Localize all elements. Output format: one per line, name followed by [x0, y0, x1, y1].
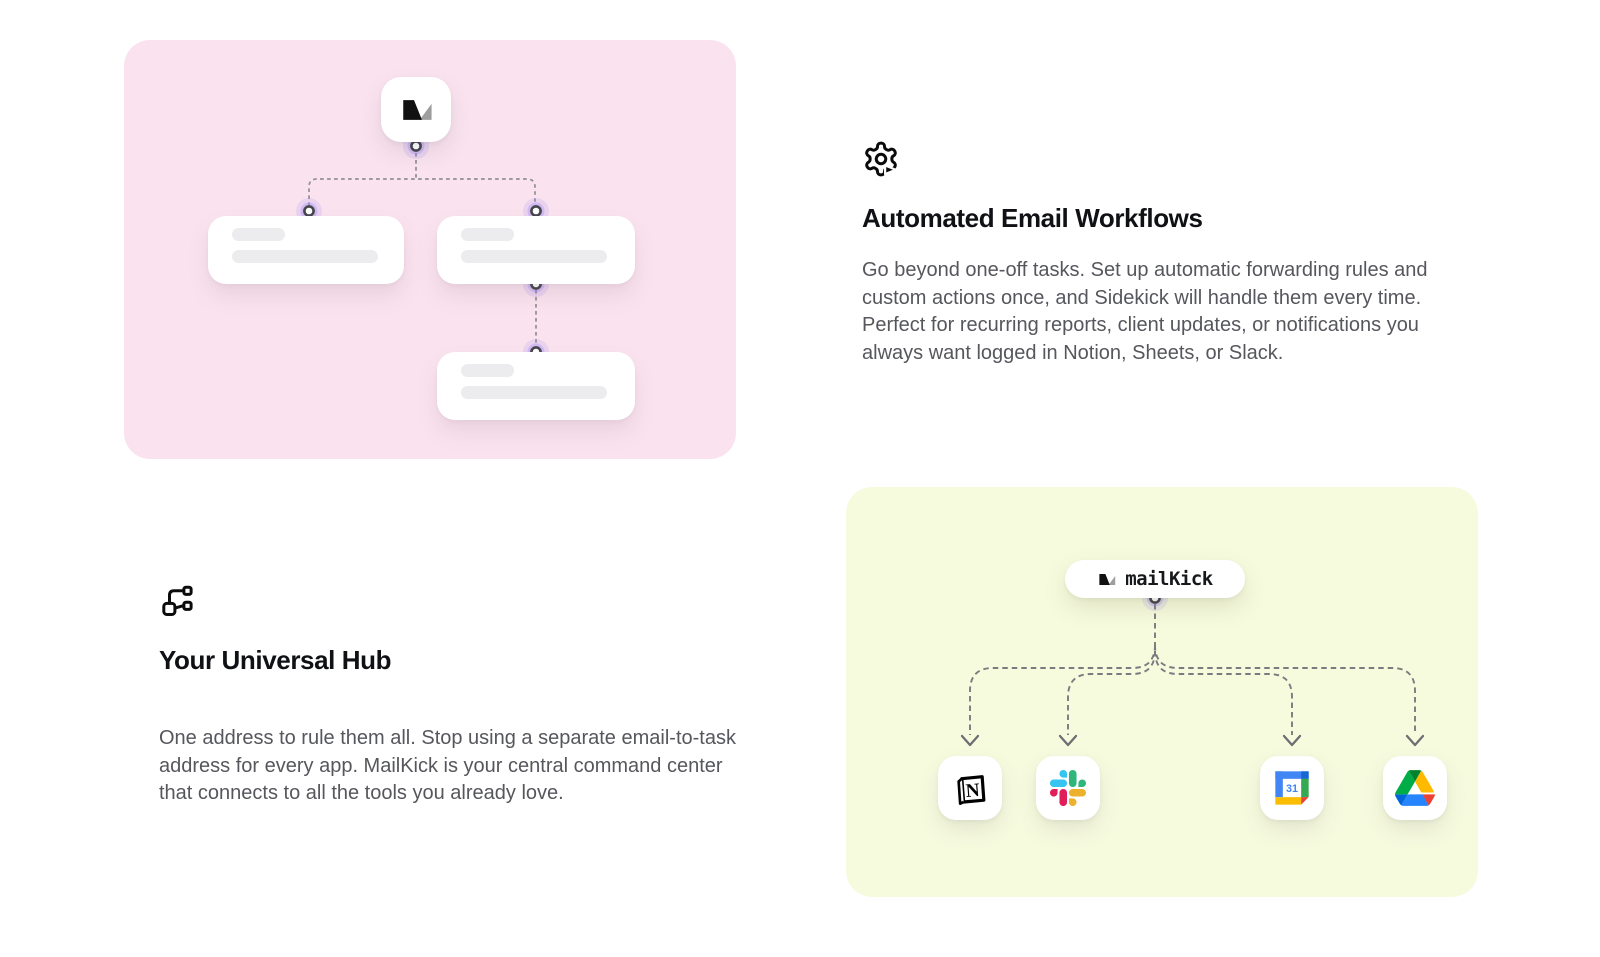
placeholder-task-card: [208, 216, 404, 284]
feature-title: Automated Email Workflows: [862, 203, 1203, 233]
feature-automated-workflows: Automated Email Workflows Go beyond one-…: [862, 140, 1442, 364]
mailkick-logo-tile: [381, 77, 451, 142]
connector-to-drive: [1154, 644, 1416, 735]
hub-branch-icon: [159, 583, 744, 624]
calendar-day-label: 31: [1286, 783, 1298, 795]
connector-to-slack: [1067, 650, 1156, 735]
brand-label: mailKick: [1125, 568, 1213, 590]
feature-title: Your Universal Hub: [159, 645, 392, 675]
hub-connector-diagram: [960, 585, 1425, 747]
mailkick-logo-icon: [403, 99, 432, 120]
gear-play-icon: [862, 140, 1442, 183]
skeleton-bar: [461, 250, 607, 263]
placeholder-task-card: [437, 352, 635, 420]
slack-icon: [1050, 770, 1086, 806]
feature-universal-hub: Your Universal Hub One address to rule t…: [159, 583, 744, 804]
workflow-illustration-card: [124, 40, 736, 459]
feature-body: Go beyond one-off tasks. Set up automati…: [862, 259, 1428, 364]
feature-body: One address to rule them all. Stop using…: [159, 727, 736, 804]
google-drive-icon: [1395, 770, 1435, 806]
connector-to-calendar: [1154, 650, 1293, 735]
google-calendar-icon: 31: [1275, 771, 1309, 805]
arrowheads: [960, 734, 1425, 747]
mailkick-pill: mailKick: [1065, 560, 1245, 598]
skeleton-bar: [461, 364, 514, 377]
connector-branch: [308, 178, 536, 206]
google-drive-tile: [1383, 756, 1447, 820]
skeleton-bar: [232, 228, 285, 241]
google-calendar-tile: 31: [1260, 756, 1324, 820]
connector-to-notion: [969, 644, 1156, 735]
placeholder-task-card: [437, 216, 635, 284]
skeleton-bar: [461, 228, 514, 241]
notion-icon: N: [957, 775, 986, 805]
skeleton-bar: [232, 250, 378, 263]
notion-glyph: N: [965, 780, 981, 802]
skeleton-bar: [461, 386, 607, 399]
hub-illustration-card: mailKick N: [846, 487, 1478, 897]
slack-tile: [1036, 756, 1100, 820]
notion-tile: N: [938, 756, 1002, 820]
mailkick-logo-icon: [1099, 573, 1116, 585]
